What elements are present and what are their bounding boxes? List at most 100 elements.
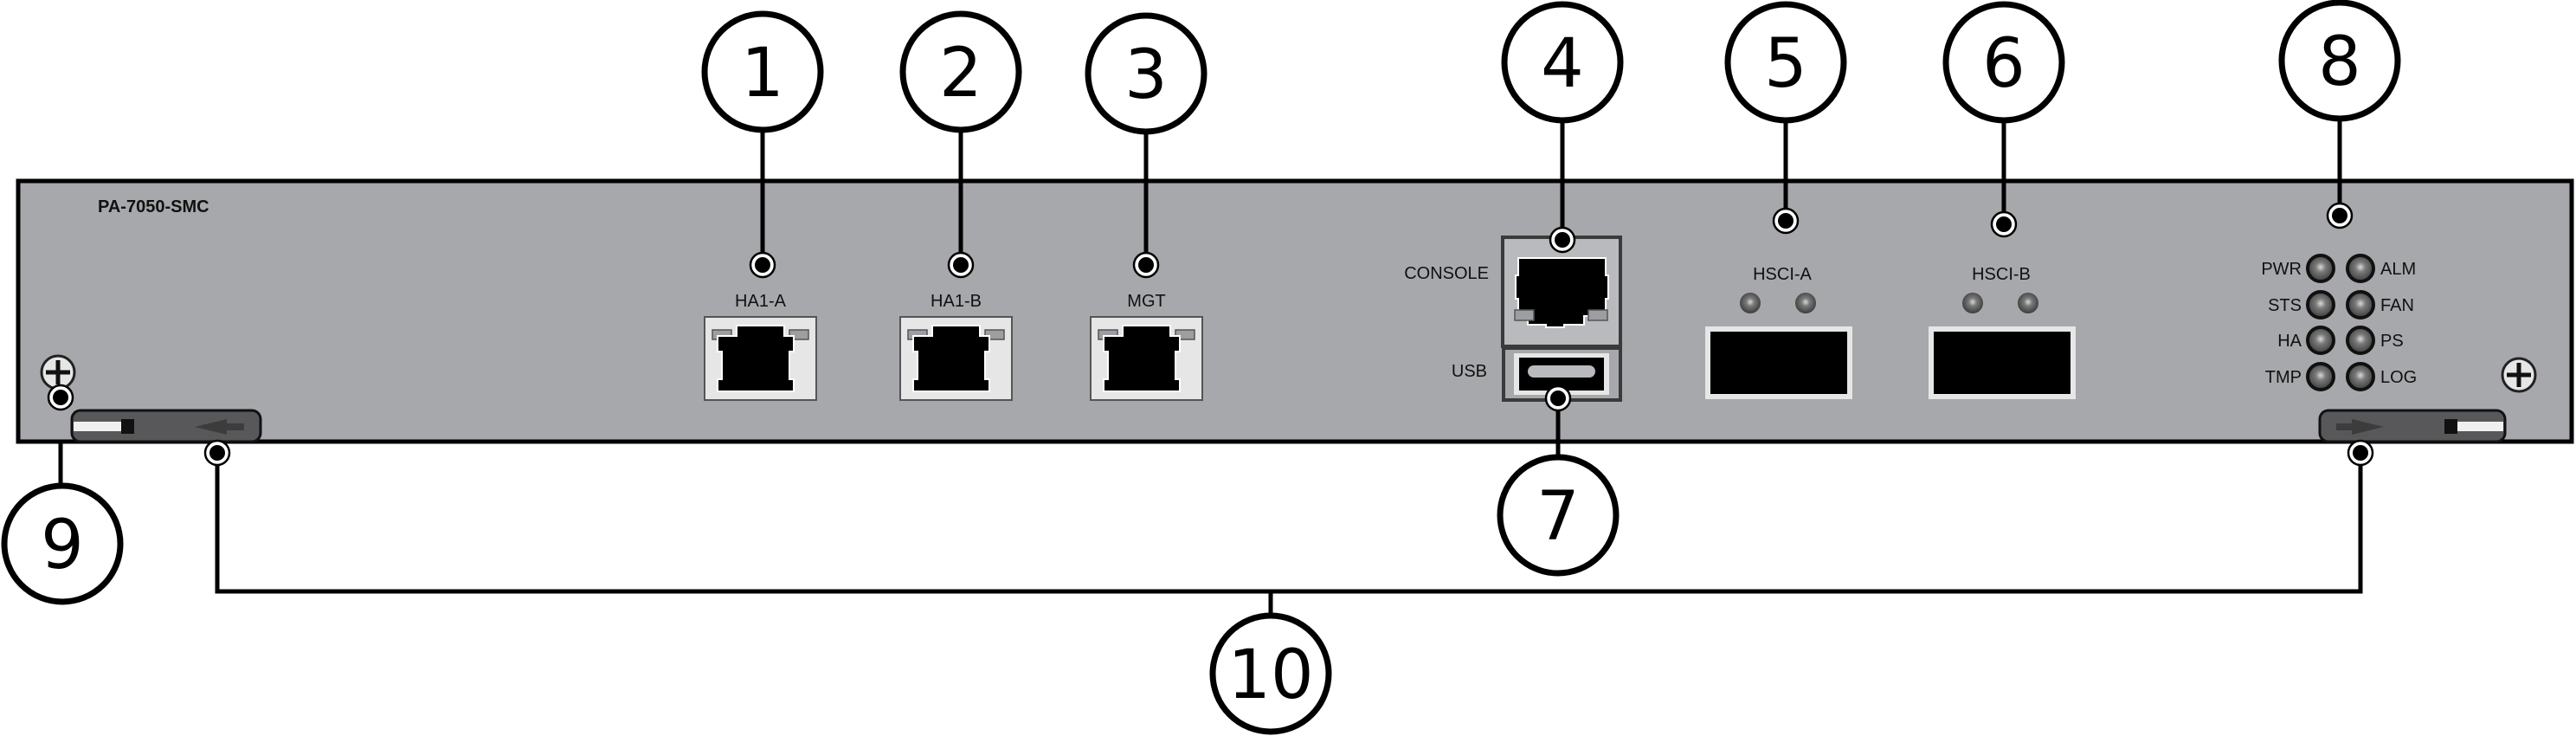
led-label-alm: ALM (2380, 260, 2416, 279)
mgt-label: MGT (1127, 292, 1165, 311)
hsci-a-led-1 (1740, 293, 1761, 313)
console-led-left (1514, 309, 1535, 321)
callout-dot-ring (1772, 207, 1800, 235)
arrow-left-icon (195, 419, 244, 435)
callout-dot (49, 386, 72, 409)
callout-dot-ring (947, 251, 975, 279)
callout-circle (899, 10, 1022, 133)
callout-number: 5 (1764, 25, 1807, 103)
callout-3: 3 (1085, 12, 1208, 135)
callout-dot (1993, 213, 2015, 236)
led-alm (2346, 254, 2375, 283)
arrow-right-icon (2336, 419, 2384, 435)
led-label-fan: FAN (2380, 296, 2414, 315)
callout-dot (1774, 210, 1797, 232)
callout-dot-ring (1132, 251, 1160, 279)
callout-circle (1, 482, 124, 605)
hsci-b-port[interactable] (1934, 332, 2070, 394)
callout-1: 1 (701, 10, 824, 133)
callout-dot-ring (1544, 384, 1572, 412)
callout-circle (1724, 1, 1847, 124)
hsci-b-label: HSCI-B (1972, 265, 2031, 284)
hsci-a-group: HSCI-A (1705, 265, 1852, 399)
captive-screw-right[interactable] (2501, 357, 2537, 393)
callout-dot (2349, 442, 2372, 464)
console-label: CONSOLE (1404, 264, 1489, 283)
callout-dot (751, 254, 774, 276)
callout-number: 7 (1536, 478, 1580, 556)
usb-label: USB (1452, 362, 1487, 381)
led-log (2346, 362, 2375, 391)
led-label-log: LOG (2380, 368, 2417, 387)
rj45-ports: HA1-A HA1-B MGT (704, 292, 1203, 401)
led-label-tmp: TMP (2265, 368, 2302, 387)
callout-circle (1497, 454, 1620, 577)
callout-dot-ring (1549, 226, 1576, 254)
hsci-a-led-2 (1795, 293, 1816, 313)
callout-number: 1 (741, 35, 784, 113)
led-label-pwr: PWR (2261, 260, 2302, 279)
callout-dot-ring (2347, 439, 2374, 467)
callout-dot (1135, 254, 1157, 276)
led-label-ha: HA (2277, 332, 2302, 351)
console-port[interactable] (1515, 257, 1609, 328)
console-led-right (1587, 309, 1608, 321)
callout-number: 9 (41, 507, 84, 584)
leader-10-bracket (215, 457, 2363, 594)
callout-circle (701, 10, 824, 133)
callout-number: 10 (1227, 636, 1313, 714)
ejector-latch-right[interactable] (2318, 409, 2507, 443)
callout-dot (950, 254, 972, 276)
callout-circle (1501, 1, 1624, 124)
callout-dot-ring (47, 384, 74, 411)
ha1-a-port[interactable] (717, 325, 795, 392)
model-label: PA-7050-SMC (98, 197, 209, 216)
ha1-b-led-right (984, 329, 1005, 340)
callout-7: 7 (1497, 454, 1620, 577)
callout-dot-ring (2326, 202, 2354, 229)
callout-number: 8 (2318, 23, 2361, 101)
callout-leader-lines (58, 121, 2363, 613)
callout-8: 8 (2278, 0, 2401, 122)
led-tmp (2306, 362, 2335, 391)
callout-dots (47, 202, 2374, 467)
callout-number: 4 (1541, 25, 1584, 103)
callout-circles: 1 2 3 4 5 6 7 8 9 10 (1, 0, 2401, 735)
ha1-b-label: HA1-B (931, 292, 982, 311)
callout-dot-ring (749, 251, 776, 279)
callout-number: 3 (1124, 36, 1168, 114)
led-ha (2306, 326, 2335, 355)
usb-tongue (1528, 365, 1595, 378)
ha1-b-port-group: HA1-B (899, 292, 1013, 401)
hsci-a-port[interactable] (1710, 332, 1847, 394)
ejector-latch-left[interactable] (70, 409, 262, 443)
mgt-port[interactable] (1103, 325, 1181, 392)
ha1-a-led-right (789, 329, 809, 340)
callout-dot (1547, 387, 1569, 410)
callout-dot-ring (203, 439, 231, 467)
callout-dot (1551, 229, 1574, 251)
callout-circle (1942, 1, 2065, 124)
front-panel (16, 178, 2574, 444)
callout-6: 6 (1942, 1, 2065, 124)
ha1-b-port[interactable] (912, 325, 990, 392)
console-usb-block: CONSOLE USB (1404, 236, 1622, 402)
callout-dot (2328, 204, 2351, 227)
callout-dot (206, 442, 229, 464)
hsci-b-led-1 (1962, 293, 1983, 313)
captive-screw-left[interactable] (40, 354, 76, 391)
callout-circle (1085, 12, 1208, 135)
hsci-b-group: HSCI-B (1929, 265, 2076, 399)
led-ps (2346, 326, 2375, 355)
callout-2: 2 (899, 10, 1022, 133)
led-sts (2306, 290, 2335, 320)
hsci-b-led-2 (2018, 293, 2038, 313)
led-fan (2346, 290, 2375, 320)
ha1-a-port-group: HA1-A (704, 292, 817, 401)
callout-number: 6 (1982, 25, 2025, 103)
led-pwr (2306, 254, 2335, 283)
mgt-led-right (1175, 329, 1195, 340)
callout-10: 10 (1209, 612, 1332, 735)
